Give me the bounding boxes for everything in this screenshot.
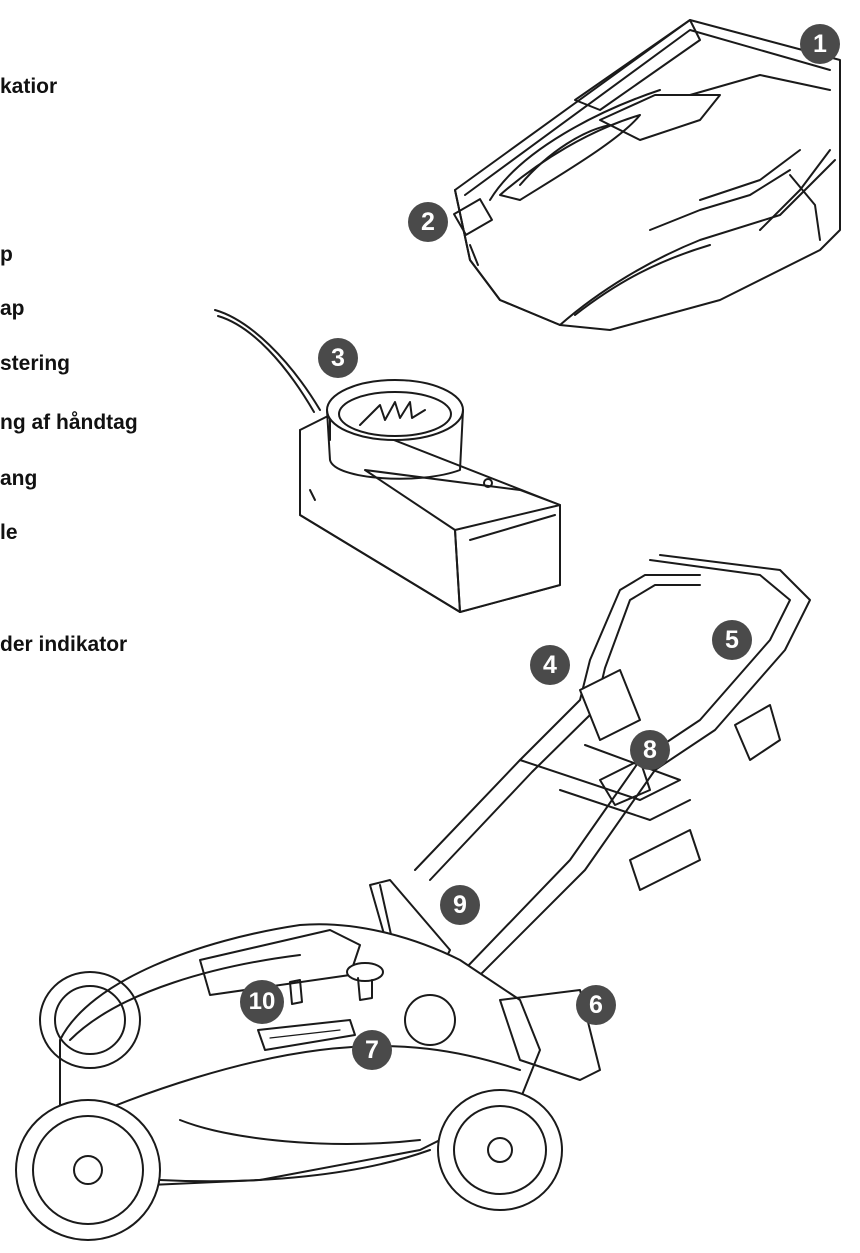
callout-badge-4: 4 [530, 645, 570, 685]
callout-badge-3: 3 [318, 338, 358, 378]
legend-label: ang [0, 467, 38, 490]
callout-badge-2: 2 [408, 202, 448, 242]
callout-badge-1: 1 [800, 24, 840, 64]
legend-label: ap [0, 297, 25, 320]
lawnmower-drawing [15, 554, 811, 1241]
callout-badge-7: 7 [352, 1030, 392, 1070]
legend-label: p [0, 243, 13, 266]
legend-label: stering [0, 352, 71, 375]
callout-badge-9: 9 [440, 885, 480, 925]
legend-label: le [0, 521, 18, 544]
battery-pack-drawing [453, 19, 841, 331]
callout-badge-10: 10 [240, 980, 284, 1024]
legend-label: der indikator [0, 633, 128, 656]
charger-drawing [214, 309, 561, 613]
callout-badge-8: 8 [630, 730, 670, 770]
callout-badge-6: 6 [576, 985, 616, 1025]
callout-badge-5: 5 [712, 620, 752, 660]
legend-label: katior [0, 75, 58, 98]
legend-label: ng af håndtag [0, 411, 138, 434]
